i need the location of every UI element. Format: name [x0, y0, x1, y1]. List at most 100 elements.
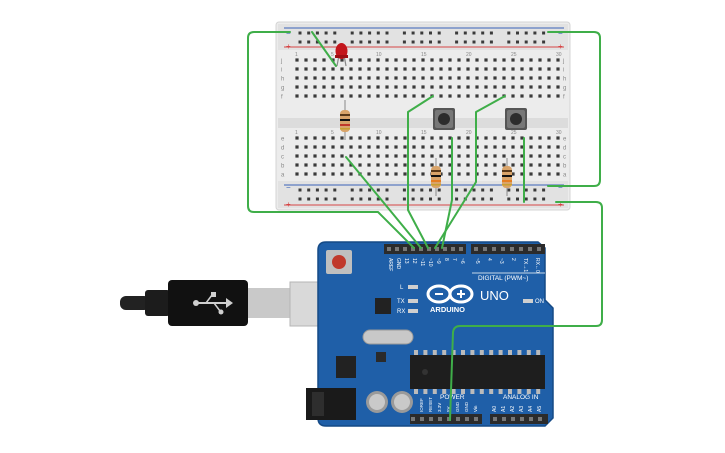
breadboard-hole[interactable] — [313, 76, 317, 80]
dc-power-jack[interactable] — [306, 388, 356, 420]
breadboard-hole[interactable] — [376, 145, 380, 149]
breadboard-hole[interactable] — [394, 136, 398, 140]
rail-hole[interactable] — [324, 188, 328, 192]
breadboard-hole[interactable] — [358, 76, 362, 80]
header-pin[interactable] — [395, 247, 399, 251]
rail-hole[interactable] — [533, 197, 537, 201]
rail-hole[interactable] — [437, 197, 441, 201]
rail-hole[interactable] — [411, 197, 415, 201]
breadboard-hole[interactable] — [412, 145, 416, 149]
resistor-3[interactable] — [502, 158, 512, 196]
red-led[interactable] — [335, 43, 348, 67]
breadboard-hole[interactable] — [466, 136, 470, 140]
breadboard-hole[interactable] — [538, 172, 542, 176]
breadboard-hole[interactable] — [331, 76, 335, 80]
breadboard-hole[interactable] — [412, 172, 416, 176]
breadboard-hole[interactable] — [520, 163, 524, 167]
breadboard-hole[interactable] — [340, 85, 344, 89]
rail-hole[interactable] — [376, 31, 380, 35]
breadboard-hole[interactable] — [457, 172, 461, 176]
breadboard-hole[interactable] — [340, 145, 344, 149]
breadboard-hole[interactable] — [520, 67, 524, 71]
header-pin[interactable] — [510, 247, 514, 251]
breadboard-hole[interactable] — [493, 172, 497, 176]
breadboard-hole[interactable] — [394, 154, 398, 158]
header-pin[interactable] — [411, 417, 415, 421]
rail-hole[interactable] — [376, 197, 380, 201]
breadboard-hole[interactable] — [358, 58, 362, 62]
breadboard-hole[interactable] — [349, 154, 353, 158]
header-pin[interactable] — [474, 247, 478, 251]
breadboard-hole[interactable] — [430, 67, 434, 71]
header-pin[interactable] — [443, 247, 447, 251]
breadboard-hole[interactable] — [394, 163, 398, 167]
header-pin[interactable] — [438, 417, 442, 421]
breadboard-hole[interactable] — [529, 76, 533, 80]
rail-hole[interactable] — [307, 31, 311, 35]
breadboard-hole[interactable] — [331, 136, 335, 140]
breadboard-hole[interactable] — [466, 172, 470, 176]
breadboard-hole[interactable] — [520, 154, 524, 158]
breadboard-hole[interactable] — [457, 58, 461, 62]
breadboard-hole[interactable] — [475, 67, 479, 71]
breadboard-hole[interactable] — [340, 163, 344, 167]
breadboard-hole[interactable] — [547, 85, 551, 89]
breadboard-hole[interactable] — [538, 85, 542, 89]
breadboard-hole[interactable] — [376, 136, 380, 140]
breadboard-hole[interactable] — [340, 67, 344, 71]
breadboard-hole[interactable] — [376, 67, 380, 71]
rail-hole[interactable] — [472, 40, 476, 44]
breadboard-hole[interactable] — [295, 154, 299, 158]
breadboard-hole[interactable] — [313, 145, 317, 149]
rail-hole[interactable] — [376, 40, 380, 44]
breadboard-hole[interactable] — [556, 85, 560, 89]
rail-hole[interactable] — [507, 188, 511, 192]
breadboard-hole[interactable] — [331, 94, 335, 98]
breadboard-hole[interactable] — [430, 85, 434, 89]
breadboard-hole[interactable] — [295, 94, 299, 98]
breadboard-hole[interactable] — [394, 76, 398, 80]
breadboard-hole[interactable] — [412, 76, 416, 80]
header-pin[interactable] — [492, 247, 496, 251]
breadboard-hole[interactable] — [466, 76, 470, 80]
breadboard-hole[interactable] — [403, 136, 407, 140]
rail-hole[interactable] — [429, 188, 432, 192]
breadboard-hole[interactable] — [502, 154, 506, 158]
breadboard-hole[interactable] — [403, 154, 407, 158]
rail-hole[interactable] — [315, 197, 319, 201]
rail-hole[interactable] — [359, 31, 363, 35]
breadboard-hole[interactable] — [475, 76, 479, 80]
breadboard-hole[interactable] — [520, 172, 524, 176]
breadboard-hole[interactable] — [394, 58, 398, 62]
breadboard-hole[interactable] — [538, 145, 542, 149]
breadboard-hole[interactable] — [466, 58, 470, 62]
header-pin[interactable] — [447, 417, 451, 421]
breadboard-hole[interactable] — [403, 163, 407, 167]
breadboard-hole[interactable] — [421, 172, 425, 176]
breadboard-hole[interactable] — [493, 145, 497, 149]
breadboard-hole[interactable] — [367, 136, 371, 140]
breadboard-hole[interactable] — [295, 172, 299, 176]
rail-hole[interactable] — [524, 188, 528, 192]
breadboard-hole[interactable] — [403, 172, 407, 176]
breadboard-hole[interactable] — [556, 154, 560, 158]
rail-hole[interactable] — [359, 197, 363, 201]
breadboard-hole[interactable] — [385, 76, 389, 80]
digital-header[interactable] — [384, 244, 545, 254]
breadboard-hole[interactable] — [538, 67, 542, 71]
breadboard-hole[interactable] — [340, 76, 344, 80]
breadboard-hole[interactable] — [304, 154, 308, 158]
header-pin[interactable] — [538, 417, 542, 421]
breadboard-hole[interactable] — [322, 163, 326, 167]
breadboard-hole[interactable] — [430, 154, 434, 158]
breadboard-hole[interactable] — [376, 76, 380, 80]
breadboard-hole[interactable] — [484, 94, 488, 98]
rail-hole[interactable] — [437, 188, 441, 192]
breadboard-hole[interactable] — [304, 85, 308, 89]
breadboard-hole[interactable] — [556, 172, 560, 176]
breadboard-hole[interactable] — [520, 58, 524, 62]
breadboard-hole[interactable] — [421, 154, 425, 158]
header-pin[interactable] — [520, 417, 524, 421]
rail-hole[interactable] — [350, 31, 354, 35]
rail-hole[interactable] — [489, 188, 493, 192]
